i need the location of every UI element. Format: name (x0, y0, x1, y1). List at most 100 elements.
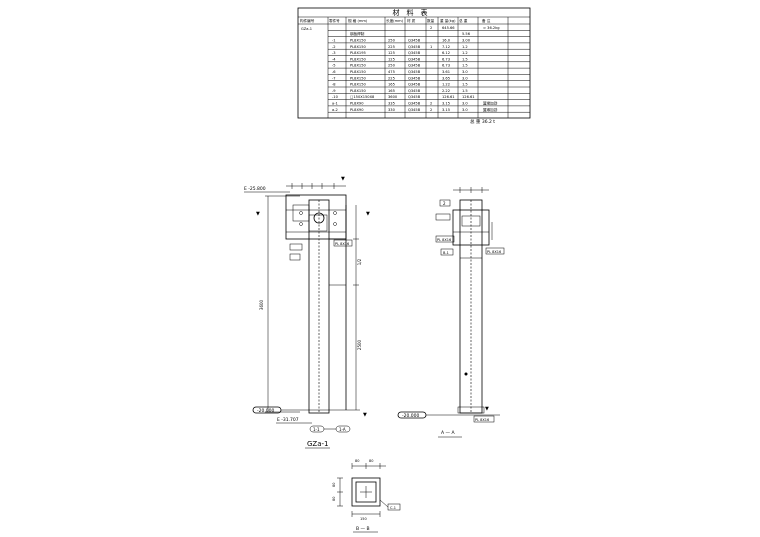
dim-top: 1/2 (357, 258, 362, 265)
table-cell: 翼缘加劲 (483, 101, 498, 106)
table-cell: 3600 (388, 95, 398, 99)
table-cell: 2 (430, 26, 432, 30)
table-cell: a-2 (332, 108, 338, 112)
table-cell: 125 (388, 51, 395, 55)
table-cell: -8 (332, 83, 336, 87)
table-cell: -7 (332, 76, 336, 80)
svg-text:▼: ▼ (485, 406, 489, 412)
table-cell: 2.22 (442, 89, 450, 93)
plan-dim-3: 80 (332, 497, 336, 501)
top-connection-plate (285, 194, 347, 240)
table-cell: -5 (332, 64, 336, 68)
table-header-cell: 长度(mm) (386, 18, 404, 23)
table-cell: 1.2 (462, 45, 468, 49)
table-cell: 1.5 (462, 64, 468, 68)
elevation-label: GZa-1 (307, 440, 329, 448)
side-top-plate (452, 209, 490, 246)
svg-text:▼: ▼ (256, 211, 260, 217)
table-cell: 翼缘加劲 (483, 107, 498, 112)
table-cell: -6 (332, 70, 336, 74)
plan-label: B — B (356, 526, 370, 532)
view-a-mark: 1-A (339, 427, 346, 432)
table-cell: 3.0 (462, 70, 468, 74)
table-cell: 6.73 (442, 57, 450, 61)
table-header-row: 构件编号零件号规 格 (mm)长度(mm)材 质数量重 量(kg)总 重备 注 (300, 18, 491, 23)
table-cell: 1.5 (462, 89, 468, 93)
table-header-cell: 零件号 (329, 18, 340, 23)
table-cell: Q345B (408, 45, 421, 49)
table-cell: 3.00 (462, 39, 471, 43)
table-cell: 7.12 (442, 45, 450, 49)
table-cell: Q345B (408, 89, 421, 93)
table-cell: 165 (388, 89, 395, 93)
table-cell: PL8X150 (350, 76, 366, 80)
side-tag-top-left: 2 (443, 201, 446, 206)
table-cell: Q345B (408, 64, 421, 68)
table-cell: Q345B (408, 39, 421, 43)
table-cell: 250 (388, 39, 396, 43)
section-mark: 1-1 (313, 427, 320, 432)
plan-view: 80 80 80 80 150 C-1 B — B (332, 459, 401, 533)
table-cell: 3.15 (442, 108, 450, 112)
plan-dim-0: 80 (355, 459, 359, 463)
plan-dim-1: 80 (369, 459, 373, 463)
top-elevation: E -25.800 (244, 186, 266, 192)
table-cell: 225 (388, 76, 395, 80)
bottom-elevation: -20.000 (257, 408, 275, 414)
table-cell: 1.2 (462, 51, 468, 55)
table-cell: 645.66 (442, 26, 455, 30)
table-cell: -3 (332, 51, 336, 55)
table-header-cell: 总 重 (459, 18, 468, 23)
table-member-id: GZa-1 (301, 27, 312, 31)
side-view: 2 PL 8X16 B-1 PL 8X16 -20.000 ▼ PL 8X16 … (397, 187, 505, 438)
weld-tag: PL 8X16 (335, 242, 349, 246)
svg-text:▼: ▼ (363, 412, 367, 418)
table-cell: Q345B (408, 83, 421, 87)
side-bottom-elevation: -20.000 (402, 413, 420, 419)
table-cell: PL8X150 (350, 83, 366, 87)
table-cell: -2 (332, 45, 336, 49)
table-cell: -10 (332, 95, 339, 99)
table-header-cell: 材 质 (407, 18, 416, 23)
table-cell: PL8X150 (350, 70, 366, 74)
table-cell: 6.73 (442, 64, 450, 68)
table-cell: PL8X150 (350, 39, 366, 43)
table-cell: 1.5 (462, 57, 468, 61)
table-cell: 3.0 (462, 108, 468, 112)
table-header-cell: 备 注 (482, 18, 491, 23)
table-header-cell: 数量 (427, 18, 435, 23)
table-cell: PL8X150 (350, 57, 366, 61)
plan-box-inner (355, 481, 377, 503)
table-cell: 330 (388, 108, 396, 112)
table-cell: 6.12 (442, 51, 450, 55)
table-cell: -1 (332, 39, 336, 43)
side-tag-base: PL 8X16 (475, 418, 489, 422)
bolt-hole-icon (313, 212, 325, 224)
plan-dim-2: 80 (332, 483, 336, 487)
svg-text:▼: ▼ (366, 211, 370, 217)
table-cell: 335 (388, 102, 395, 106)
table-cell: 钢板焊制 (350, 31, 365, 36)
dim-total: 3600 (259, 299, 264, 310)
table-cell: 1 (430, 45, 432, 49)
table-cell: 3.61 (442, 70, 450, 74)
table-footnote: 总 重 36.2 t (470, 118, 495, 125)
table-cell: □150X150X8 (350, 95, 375, 99)
table-title: 材 料 表 (393, 8, 428, 17)
table-cell: 5.56 (462, 32, 471, 36)
table-cell: 1.22 (442, 83, 450, 87)
table-cell: 125 (388, 57, 395, 61)
table-header-cell: 规 格 (mm) (348, 18, 368, 23)
table-cell: 1.5 (462, 83, 468, 87)
table-cell: 2 (430, 108, 432, 112)
plan-box-outer (351, 477, 381, 507)
table-cell: PL8X195 (350, 51, 366, 55)
table-cell: Q345B (408, 95, 421, 99)
plan-dim-4: 150 (360, 517, 367, 521)
table-cell: Q345B (408, 76, 421, 80)
table-cell: Q345B (408, 51, 421, 55)
table-cell: 126.61 (462, 95, 475, 99)
svg-text:▼: ▼ (341, 176, 345, 182)
table-cell: 2 (430, 102, 432, 106)
table-cell: 3.0 (462, 102, 468, 106)
